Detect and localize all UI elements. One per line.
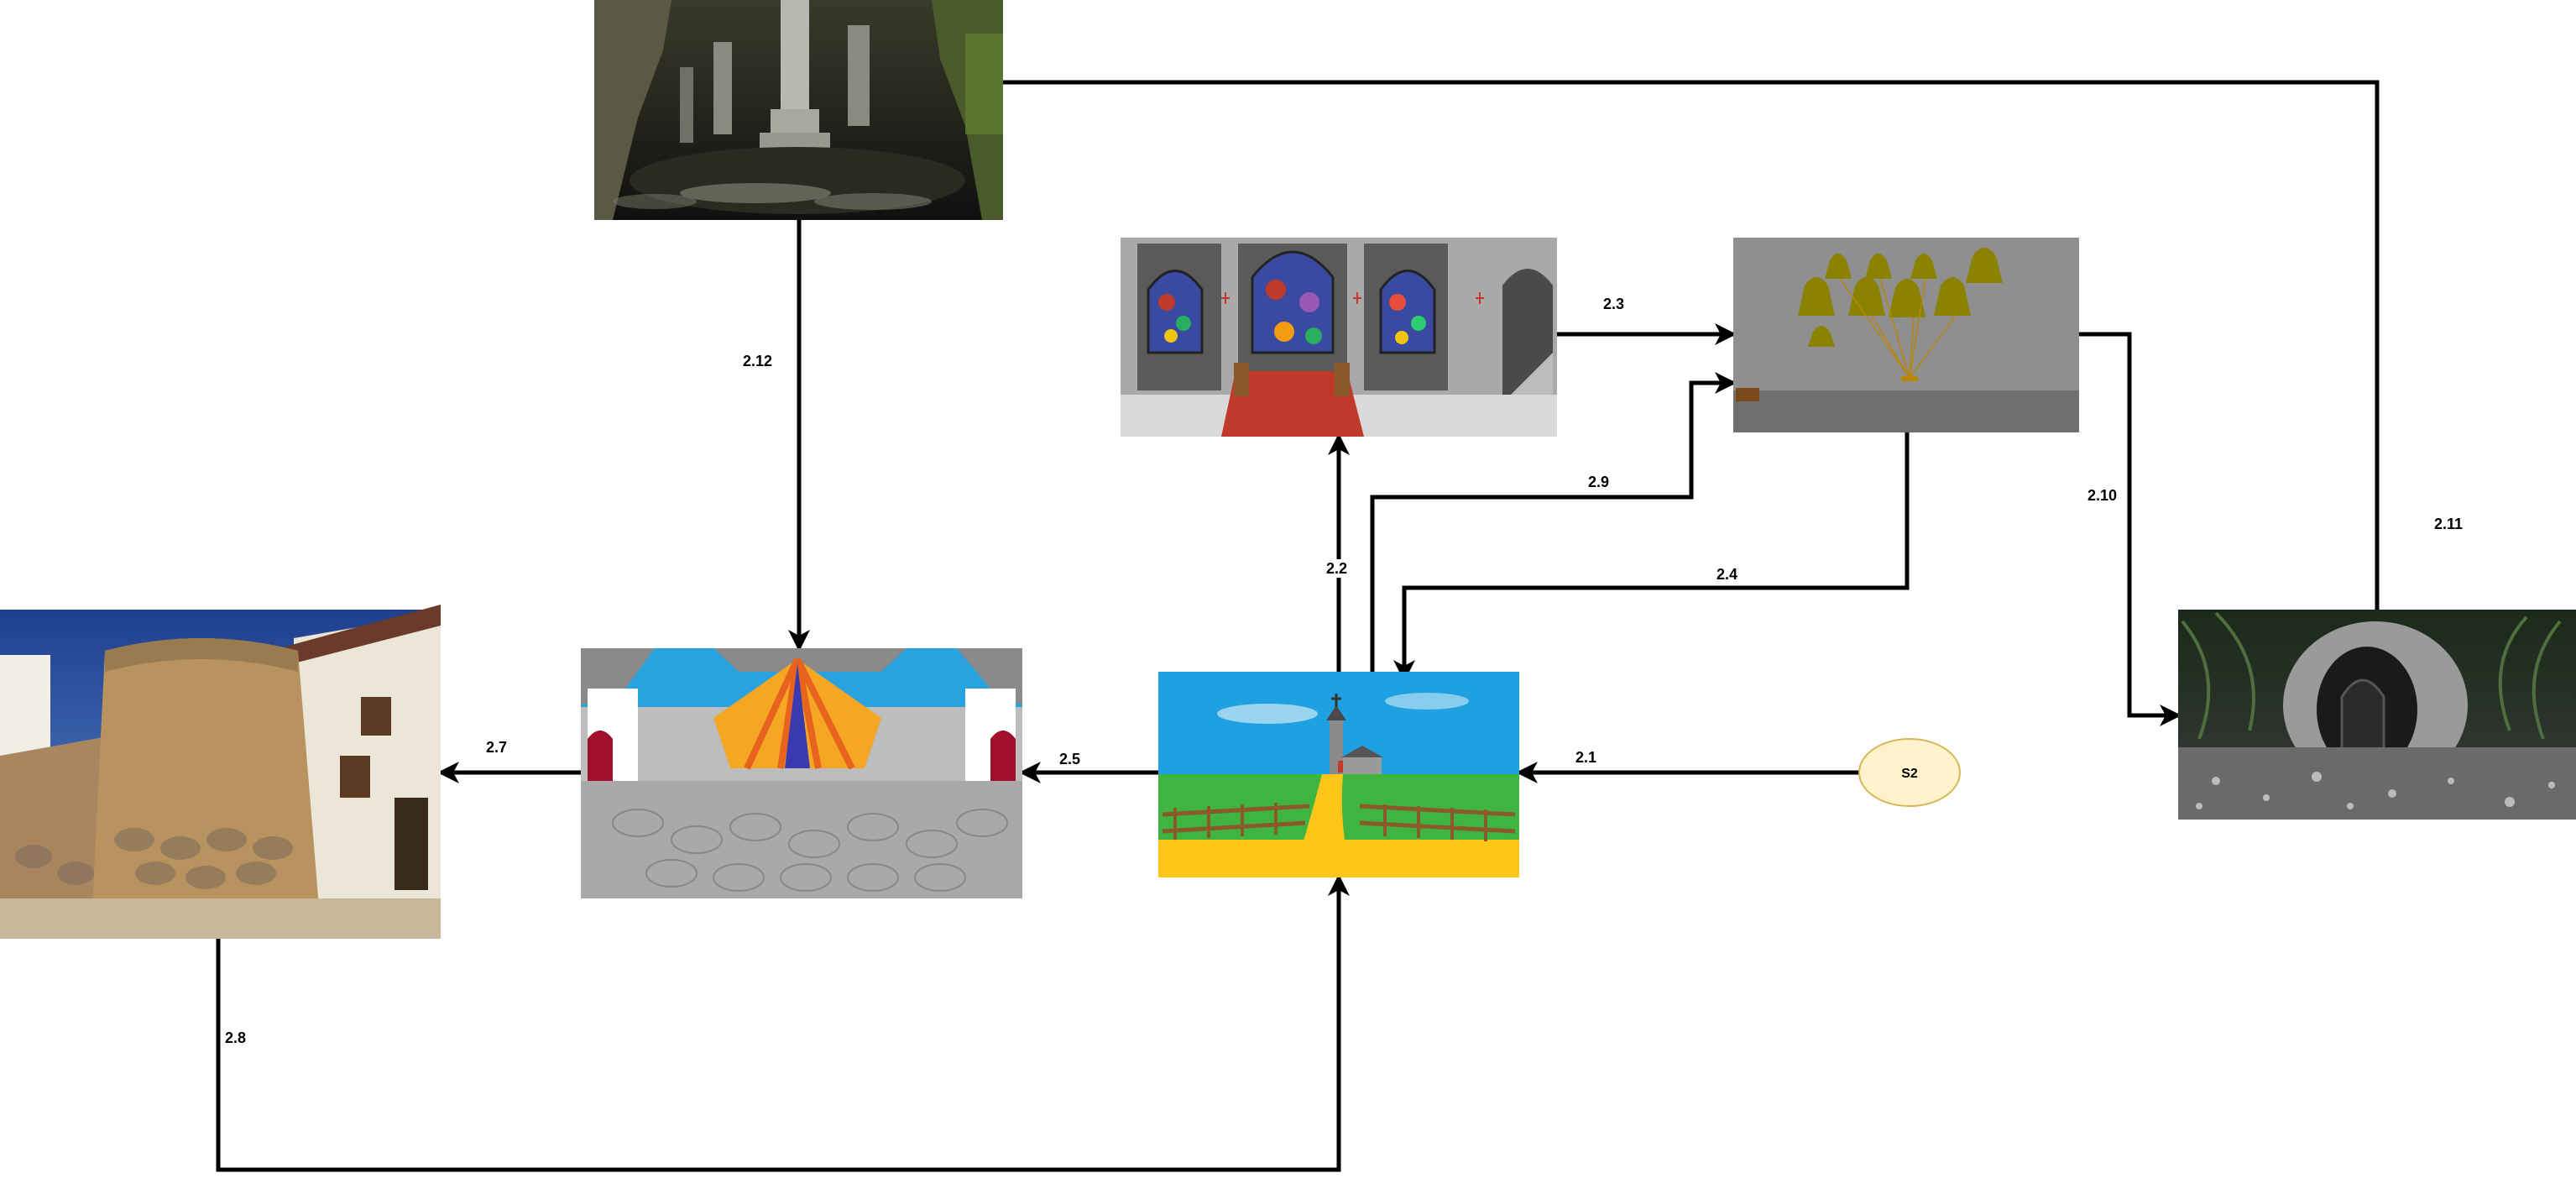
cathedral-icon [1121, 238, 1557, 437]
tunnel-icon [2178, 611, 2576, 820]
edge-label-2-9: 2.9 [1588, 474, 1609, 490]
scene-market[interactable] [581, 648, 1022, 898]
cave-columns-icon [594, 0, 1003, 220]
edge-label-2-7: 2.7 [486, 739, 507, 756]
scene-village[interactable] [1158, 672, 1519, 877]
tower-icon [0, 605, 441, 939]
edge-label-2-3: 2.3 [1603, 296, 1624, 312]
edge-2-8[interactable] [216, 874, 1350, 1172]
scene-tower[interactable] [0, 605, 441, 939]
edge-2-4[interactable] [1393, 432, 1910, 682]
edge-label-2-10: 2.10 [2087, 487, 2117, 504]
bell-room-icon [1733, 248, 2079, 432]
edge-2-11[interactable] [1003, 80, 2380, 610]
edge-2-10[interactable] [2079, 332, 2182, 726]
market-icon [581, 648, 1022, 898]
start-node-s2[interactable]: S2 [1858, 738, 1961, 807]
scene-tunnel[interactable] [2178, 610, 2576, 820]
scene-bell-room[interactable] [1733, 238, 2079, 432]
edges [216, 80, 2380, 1172]
scene-cave-columns[interactable] [594, 0, 1003, 220]
edge-label-2-12: 2.12 [743, 353, 772, 369]
village-icon [1158, 693, 1519, 877]
edge-label-2-11: 2.11 [2434, 516, 2463, 532]
edge-label-2-8: 2.8 [225, 1029, 246, 1046]
edge-2-9[interactable] [1370, 372, 1737, 672]
edge-labels: 2.1 2.2 2.3 2.4 2.5 2.7 2.8 2.9 2.10 2.1… [222, 295, 2466, 1047]
edge-label-2-1: 2.1 [1575, 749, 1596, 766]
start-node-label: S2 [1901, 767, 1918, 781]
edge-label-2-5: 2.5 [1059, 751, 1080, 767]
scene-cathedral[interactable] [1121, 238, 1557, 437]
edge-label-2-4: 2.4 [1716, 566, 1737, 583]
edge-label-2-2: 2.2 [1326, 560, 1347, 577]
